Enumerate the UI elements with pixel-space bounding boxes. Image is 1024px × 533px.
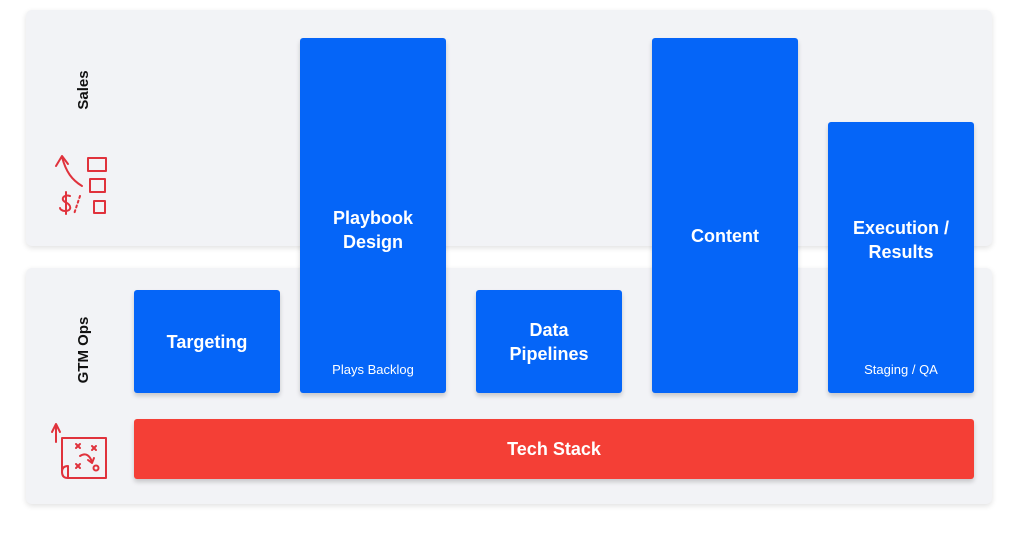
tech-stack-bar: Tech Stack xyxy=(134,419,974,479)
content-block: Content xyxy=(652,38,798,393)
playbook-design-title-line1: Playbook xyxy=(332,208,414,228)
content-title: Content xyxy=(691,226,759,246)
gtm-ops-lane-label: GTM Ops xyxy=(75,316,92,384)
data-pipelines-title-line1: Data xyxy=(529,319,569,340)
data-pipelines-block: Data Pipelines xyxy=(476,290,622,393)
playbook-design-title-line2: Design xyxy=(342,232,403,252)
sales-strategy-icon xyxy=(55,155,107,215)
execution-results-block: Execution / Results Staging / QA xyxy=(828,122,974,393)
sales-lane-label: Sales xyxy=(75,70,92,110)
playbook-design-block: Playbook Design Plays Backlog xyxy=(300,38,446,393)
playbook-map-icon xyxy=(51,423,107,479)
plays-backlog-label: Plays Backlog xyxy=(332,362,414,377)
execution-results-title-line1: Execution / xyxy=(852,218,950,238)
tech-stack-title: Tech Stack xyxy=(507,438,601,459)
targeting-block: Targeting xyxy=(134,290,280,393)
staging-qa-label: Staging / QA xyxy=(864,362,938,377)
targeting-title: Targeting xyxy=(166,331,248,352)
execution-results-title-line2: Results xyxy=(868,242,934,262)
data-pipelines-title-line2: Pipelines xyxy=(509,343,589,364)
